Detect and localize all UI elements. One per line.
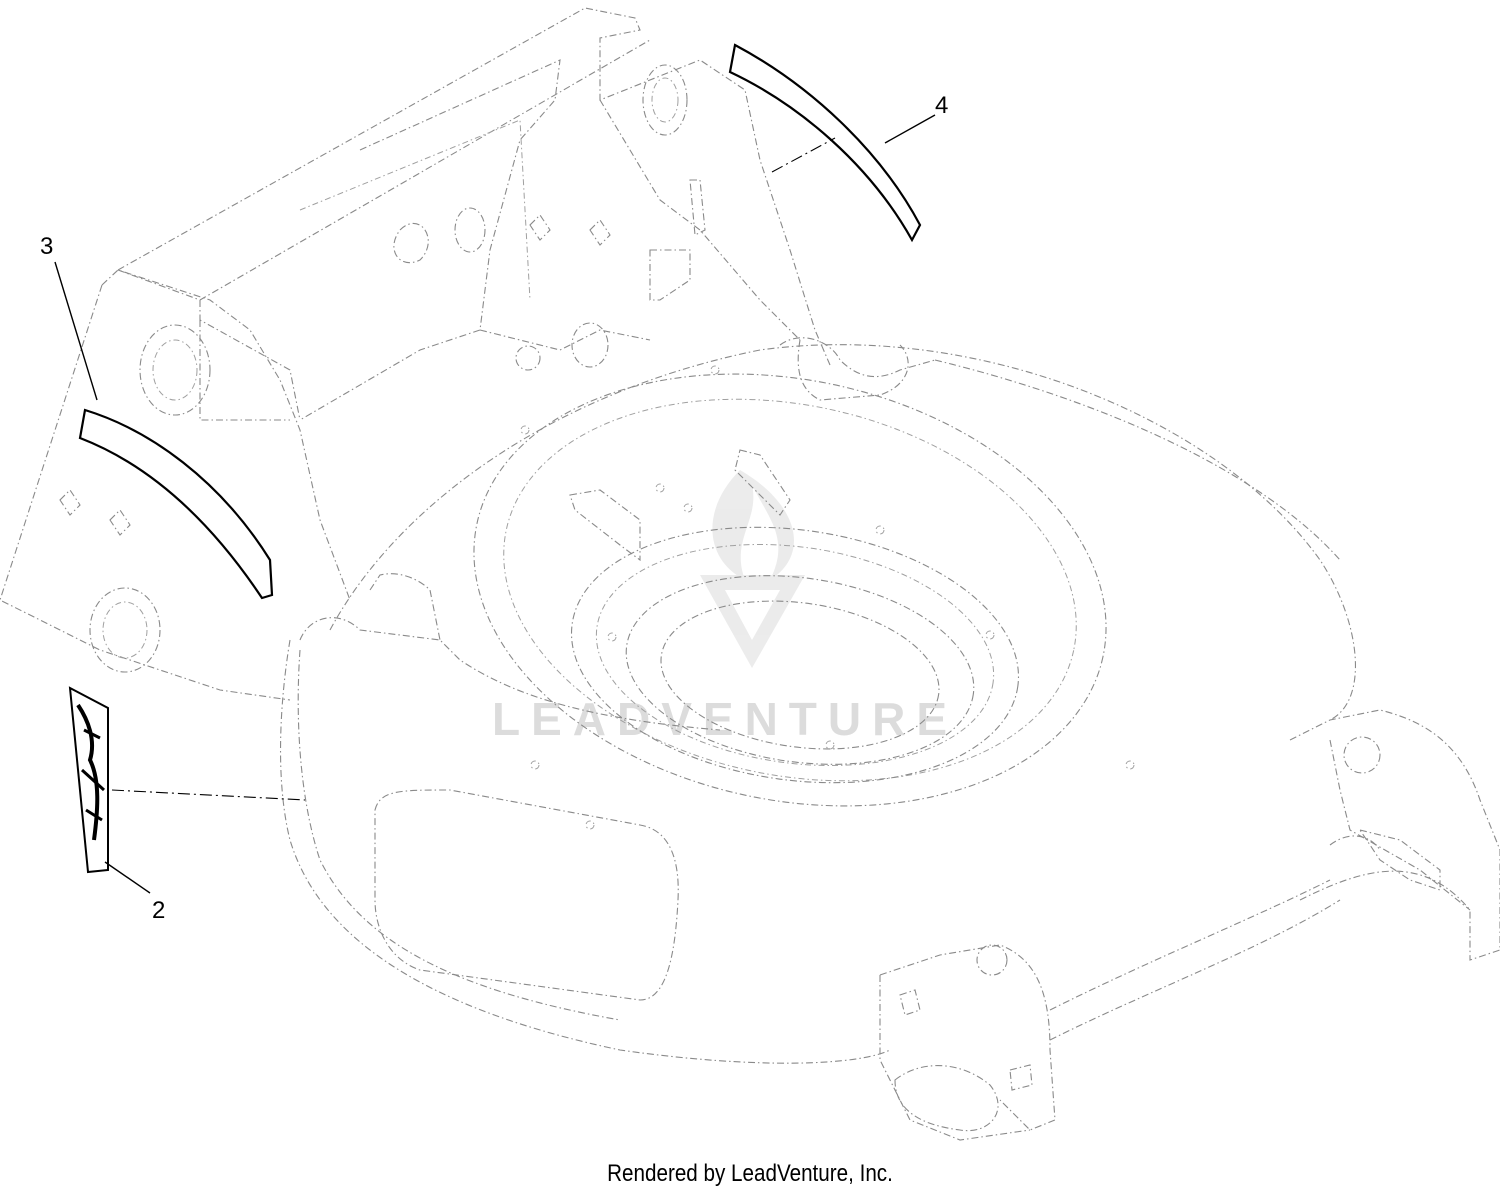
callout-3: 3 — [40, 233, 53, 260]
part-4-center-line — [771, 137, 836, 173]
footer-credit: Rendered by LeadVenture, Inc. — [607, 1160, 893, 1187]
callout-2: 2 — [152, 897, 165, 924]
part-3-grip-strip — [78, 408, 274, 600]
callout-4: 4 — [935, 92, 948, 119]
part-4-leader — [884, 114, 936, 144]
part-2-decal — [68, 686, 109, 874]
part-2-leader — [104, 861, 151, 894]
part-3-leader — [54, 261, 98, 401]
watermark-logo — [700, 470, 805, 668]
part-4-grip-strip — [728, 43, 922, 243]
watermark-text: LEADVENTURE — [492, 693, 958, 745]
deck-rear-housing — [0, 7, 831, 701]
deck-shell — [279, 337, 1356, 1064]
rear-wheel-bracket — [1289, 709, 1500, 961]
part-2-center-line — [111, 789, 306, 801]
front-wheel-bracket — [879, 879, 1341, 1141]
